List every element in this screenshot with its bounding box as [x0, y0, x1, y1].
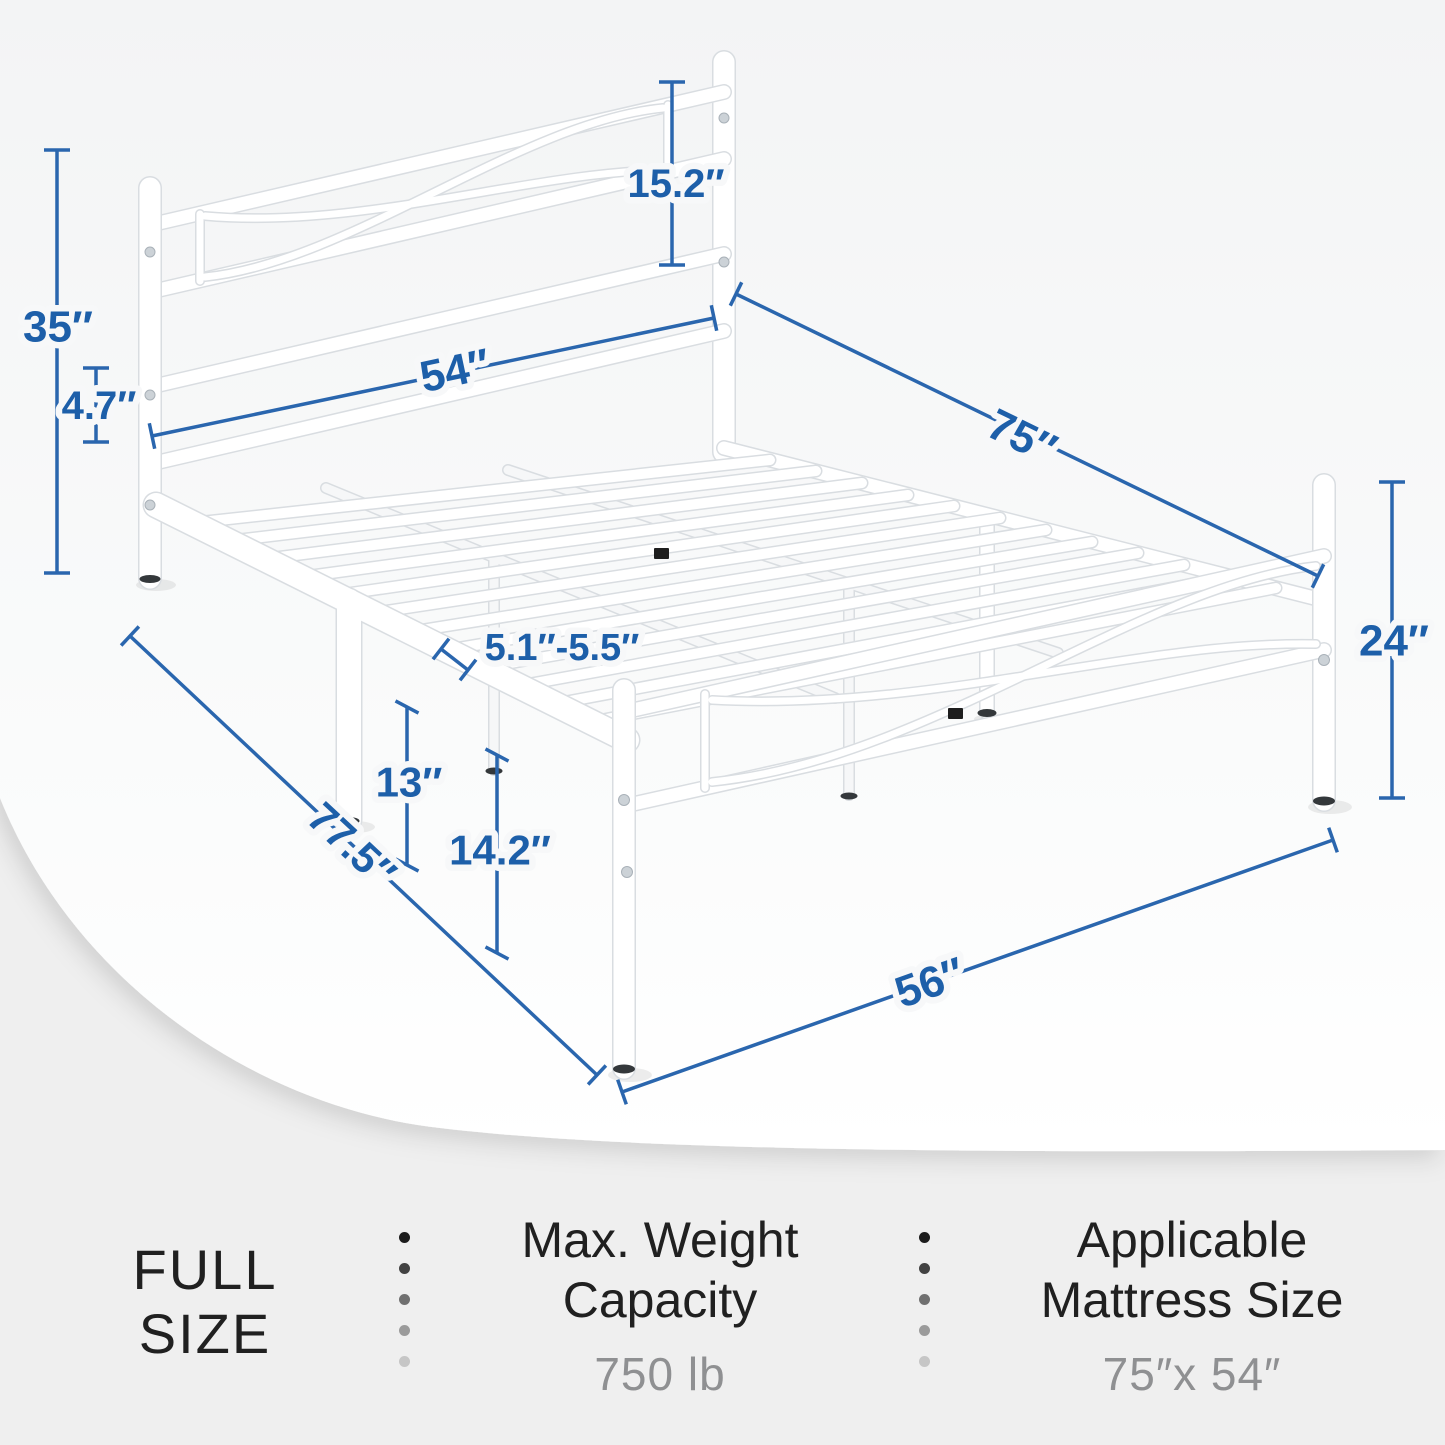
dimension-side-rail-height — [83, 366, 109, 444]
separator-dot — [919, 1232, 930, 1243]
dimension-overall-height — [44, 148, 70, 575]
spec-mattress-title-line2: Mattress Size — [1040, 1272, 1344, 1328]
dimension-platform-height — [484, 747, 510, 961]
spec-weight-title-line1: Max. Weight — [521, 1212, 799, 1268]
screw-details — [144, 112, 1330, 878]
label-headboard-panel: 15.2″ — [627, 162, 724, 206]
dotted-separator — [399, 1232, 411, 1387]
mounting-clips — [654, 548, 963, 719]
label-under-bed-clearance: 13″ — [376, 759, 443, 806]
dimension-footboard-height — [1379, 480, 1405, 800]
separator-dot — [399, 1325, 410, 1336]
spec-mattress-size: Applicable Mattress Size 75″x 54″ — [1002, 1210, 1382, 1404]
label-slat-spacing: 5.1″-5.5″ — [485, 627, 640, 669]
separator-dot — [399, 1263, 410, 1274]
spec-weight-capacity: Max. Weight Capacity 750 lb — [470, 1210, 850, 1404]
dotted-separator — [919, 1232, 931, 1387]
spec-weight-title-line2: Capacity — [562, 1272, 758, 1328]
spec-weight-value: 750 lb — [594, 1348, 726, 1400]
dimension-under-bed-clearance — [394, 699, 420, 873]
spec-mattress-title-line1: Applicable — [1076, 1212, 1308, 1268]
label-footboard-height: 24″ — [1359, 617, 1429, 666]
bed-frame-illustration — [140, 62, 1336, 1074]
separator-dot — [919, 1325, 930, 1336]
label-overall-height: 35″ — [23, 303, 93, 352]
label-side-rail-height: 4.7″ — [62, 384, 137, 428]
separator-dot — [919, 1263, 930, 1274]
dimension-headboard-panel — [659, 80, 685, 267]
dimension-slat-spacing — [431, 637, 478, 682]
separator-dot — [919, 1356, 930, 1367]
size-name-line2: SIZE — [138, 1302, 272, 1365]
separator-dot — [919, 1294, 930, 1305]
size-name-line1: FULL — [132, 1238, 278, 1301]
size-name: FULL SIZE — [95, 1238, 315, 1366]
dimension-mattress-width — [147, 304, 719, 450]
separator-dot — [399, 1356, 410, 1367]
dimension-mattress-length — [728, 281, 1326, 589]
label-platform-height: 14.2″ — [449, 827, 551, 874]
dimension-overall-length — [119, 625, 608, 1086]
foot-pads — [139, 575, 1335, 1074]
spec-mattress-value: 75″x 54″ — [1102, 1348, 1282, 1400]
separator-dot — [399, 1232, 410, 1243]
separator-dot — [399, 1294, 410, 1305]
dimension-overall-width — [616, 827, 1339, 1105]
